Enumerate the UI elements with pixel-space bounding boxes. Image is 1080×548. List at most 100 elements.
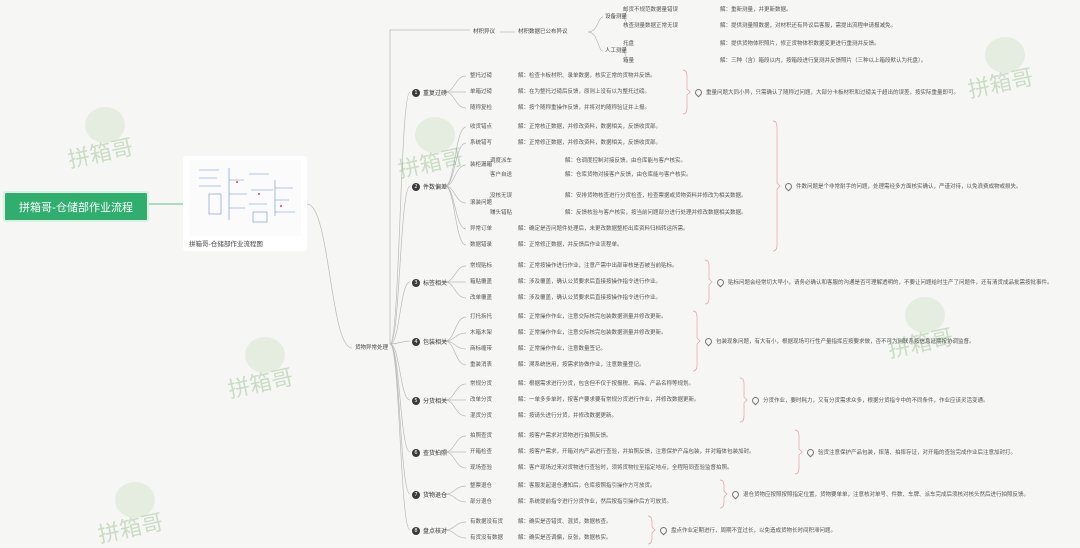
category-note: 重量问题大同小异，只需确认了随称过问题，大部分卡板材积和过磅关于超出的误差，按实… (693, 87, 959, 97)
item-key[interactable]: 数据错录 (470, 242, 493, 248)
item-key[interactable]: 商标缠带 (470, 346, 493, 352)
item-key[interactable]: 常规贴标 (470, 263, 493, 269)
root-node[interactable]: 拼箱哥-仓储部作业流程 (3, 191, 149, 222)
category-to-item-line (444, 316, 467, 342)
location-pin-icon (730, 489, 741, 499)
thumbnail-caption: 拼箱哥-仓储部作业流程图 (189, 240, 263, 248)
category-bracket (682, 69, 691, 115)
item-key[interactable]: 整托过磅 (470, 73, 493, 79)
top-leaf-key[interactable]: 邮货不规范数据量错误 (623, 7, 679, 13)
category-number-badge: 1 (412, 88, 420, 97)
item-key[interactable]: 滚装问题 (470, 200, 493, 206)
item-key[interactable]: 改单分货 (470, 397, 493, 403)
item-key[interactable]: 随称复检 (470, 105, 493, 111)
category-bracket (794, 429, 803, 475)
watermark-logo-2: 拼箱哥 (220, 330, 310, 403)
category-label: 查货拍照 (423, 450, 448, 457)
item-key[interactable]: 收货错点 (470, 124, 493, 130)
category-bracket (692, 310, 701, 372)
item-key[interactable]: 打托拆托 (470, 314, 493, 320)
category-number-badge: 5 (412, 396, 420, 405)
item-key[interactable]: 系统错写 (470, 140, 493, 146)
sub-item-key[interactable]: 客户自送 (490, 172, 513, 178)
item-value: 解：按请头进行分货，并修改数据更新。 (518, 413, 618, 419)
item-value: 解：客户现场过来对货物进行查验时，须将货物拉至指定地点，全程陪同查验监督拍照。 (518, 465, 733, 471)
category-to-item-line (444, 75, 467, 93)
item-value: 解：按客户需求对货物进行拍照反馈。 (518, 433, 612, 439)
top-l2-to-l3b (587, 31, 604, 52)
item-key[interactable]: 常规分货 (470, 381, 493, 387)
sub-item-key[interactable]: 没核无误 (490, 193, 513, 199)
item-key[interactable]: 改单覆盖 (470, 295, 493, 301)
category-to-item-line (444, 185, 467, 230)
top-leaf-key[interactable]: 核查测量数据正常无误 (623, 23, 679, 29)
category-bracket (739, 377, 748, 423)
item-key[interactable]: 异常订单 (470, 226, 493, 232)
top-l2[interactable]: 材积数据已公布异议 (518, 29, 568, 35)
category-note: 分货作业，要时耗力，又有分货需求众多，根据分货指令中的不同条件，作业应该灵活变通… (750, 395, 989, 405)
category-to-item-line (444, 332, 467, 342)
item-value: 解：根据需求进行分货，包含但不仅于按报税、商品、产品名称等规划。 (518, 381, 695, 387)
item-key[interactable]: 拍照查货 (470, 433, 493, 439)
link-line (621, 16, 629, 27)
item-key[interactable]: 整票退仓 (470, 483, 493, 489)
hub-to-category-line (389, 343, 411, 531)
category-number-badge: 7 (412, 490, 420, 499)
top-l1[interactable]: 材积异议 (473, 29, 496, 35)
location-pin-icon (693, 87, 704, 97)
category-bracket (647, 515, 656, 545)
location-pin-icon (750, 395, 761, 405)
item-key[interactable]: 重装消表 (470, 362, 493, 368)
item-value: 解：正常核正数据，并修改资料，数据相关，反馈收货部。 (518, 124, 662, 130)
hub-node[interactable]: 货物异常处理 (355, 345, 389, 351)
category-note: 贴标问题会经常切大早小，请务必确认和客服的沟通是否可理解透明的，不要让问题给时生… (715, 277, 1053, 287)
item-key[interactable]: 单箱过磅 (470, 89, 493, 95)
item-value: 解：确实是否错货、混货，数据核查。 (518, 519, 612, 525)
item-key[interactable]: 木箱木架 (470, 330, 493, 336)
watermark-logo-5: 拼箱哥 (960, 30, 1050, 103)
link-line (487, 160, 491, 166)
category-label: 包装相关 (423, 339, 448, 346)
item-value: 解：正常操作作业，注意交际核完包装数据测量并修改更新。 (518, 330, 667, 336)
category-to-item-line (444, 185, 467, 246)
top-leaf-key[interactable]: 箱量 (623, 58, 635, 64)
top-l3a[interactable]: 设备测量 (605, 14, 628, 20)
item-value: 解：系统提前指令进行分货作业，然后按指引操作后方可放货。 (518, 499, 673, 505)
category-to-item-line (444, 91, 467, 109)
category-to-item-line (444, 485, 467, 495)
category-number-badge: 4 (412, 337, 420, 346)
sub-item-key[interactable]: 调度派车 (490, 158, 513, 164)
item-key[interactable]: 有货没有数据 (470, 535, 504, 541)
category-number-badge: 3 (412, 278, 420, 287)
top-leaf-key[interactable]: 托盘 (623, 41, 635, 47)
item-key[interactable]: 装柜漏箱 (470, 162, 493, 168)
thumbnail-image (189, 160, 301, 236)
category-label: 盘点核对 (423, 528, 448, 535)
category-label: 件数偏差 (423, 184, 448, 191)
item-key[interactable]: 箱贴覆盖 (470, 279, 493, 285)
item-key[interactable]: 现场查验 (470, 465, 493, 471)
item-key[interactable]: 混货分货 (470, 413, 493, 419)
item-key[interactable]: 开箱检查 (470, 449, 493, 455)
item-key[interactable]: 有数据没有货 (470, 519, 504, 525)
thumbnail-card[interactable]: 拼箱哥-仓储部作业流程图 (183, 156, 307, 251)
item-value: 解：涉及覆盖，确认公货要求后直接按操作指令进行作业。 (518, 295, 662, 301)
item-key[interactable]: 部分退仓 (470, 499, 493, 505)
sub-item-key[interactable]: 赚头错贴 (490, 210, 513, 216)
category-to-item-line (444, 529, 467, 539)
item-value: 解：正常修正数据，并修改资料，数据相关，反馈收货部。 (518, 140, 662, 146)
hub-to-category-line (389, 343, 411, 401)
note-text: 包装现象问题，有大有小，根据现场可行性产量指挥应按要求做，否不可为则联系按信息延… (716, 339, 975, 345)
top-l3b[interactable]: 人工测量 (605, 48, 628, 54)
link-line (487, 195, 491, 204)
hub-to-category-line (389, 340, 411, 345)
category-to-item-line (444, 281, 467, 299)
